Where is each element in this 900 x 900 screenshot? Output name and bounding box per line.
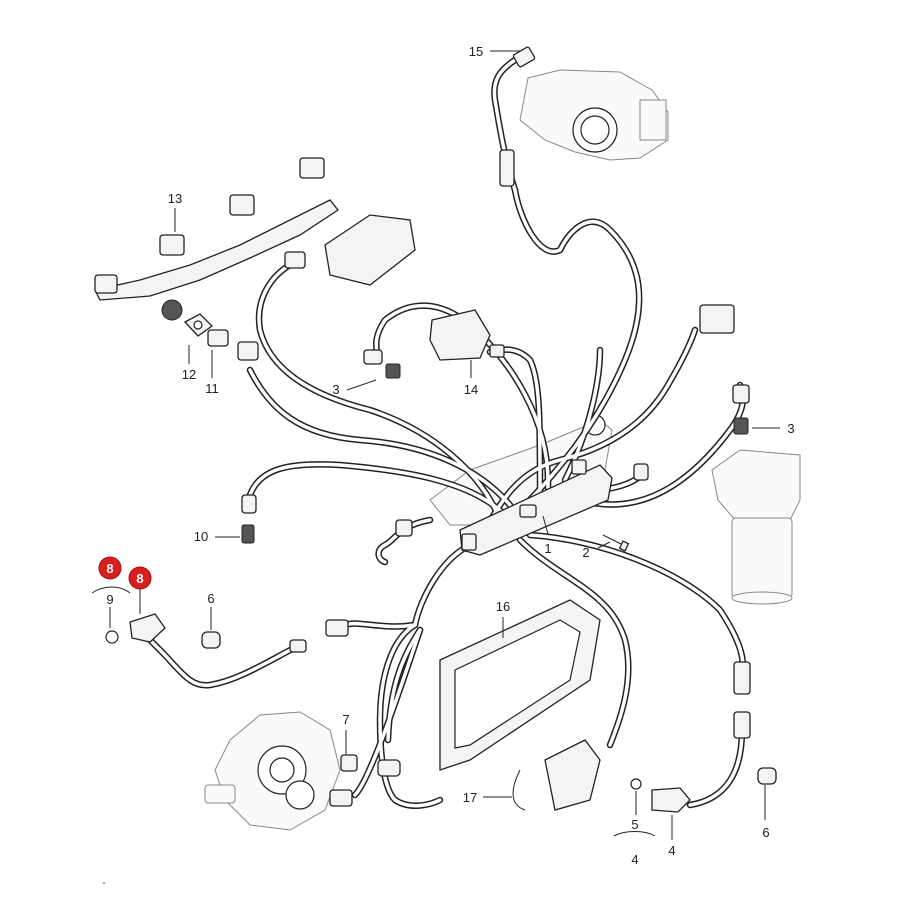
leader-lines [91,50,780,840]
clamp-6-right [757,767,777,785]
callout-10: 10 [194,529,208,544]
highlight-badge-left[interactable]: 8 [98,556,122,580]
gasket-12 [183,313,214,337]
actuator-module [324,214,416,286]
nut-11 [207,329,229,347]
callout-2: 2 [582,545,589,560]
callout-1: 1 [544,541,551,556]
bolt-2 [602,534,630,552]
badge-label: 8 [106,561,113,576]
sensor-7 [329,754,401,807]
fuel-pump-illustration [204,711,341,831]
callout-9: 9 [106,592,113,607]
callout-6-right: 6 [762,825,769,840]
highlight-badge-right[interactable]: 8 [128,566,152,590]
injector-harness [94,157,339,321]
sensor-3-left [363,349,401,379]
callout-3-left: 3 [332,382,339,397]
ecu-16 [439,599,601,811]
callout-14: 14 [464,382,478,397]
sensor-15 [512,46,536,68]
callout-3-right: 3 [787,421,794,436]
callout-4-right: 4 [668,843,675,858]
clip-17 [512,769,526,811]
callout-12: 12 [182,367,196,382]
badge-label: 8 [136,571,143,586]
callout-6-left: 6 [207,591,214,606]
clamp-6-left [201,631,221,649]
sensor-10 [241,494,257,544]
callout-11: 11 [205,381,219,396]
throttle-body-illustration [519,69,669,161]
sensor-3-right [732,384,750,435]
callout-15: 15 [469,44,483,59]
callout-16: 16 [496,599,510,614]
callout-4-bottom: 4 [631,852,638,867]
connector-right-mid [733,661,751,739]
fuel-filter-illustration [711,449,801,605]
callout-labels: 1 2 3 3 4 4 5 6 6 7 9 10 11 12 13 14 15 … [106,44,794,867]
callout-7: 7 [342,712,349,727]
stray-mark [103,882,105,884]
connector-top-right [699,304,735,334]
inline-connectors [237,149,649,653]
main-connector-block [459,459,613,556]
relay-14 [429,309,505,361]
callout-5: 5 [631,817,638,832]
speed-sensor-left [105,613,166,644]
callout-13: 13 [168,191,182,206]
callout-17: 17 [463,790,477,805]
speed-sensor-right [630,778,691,813]
